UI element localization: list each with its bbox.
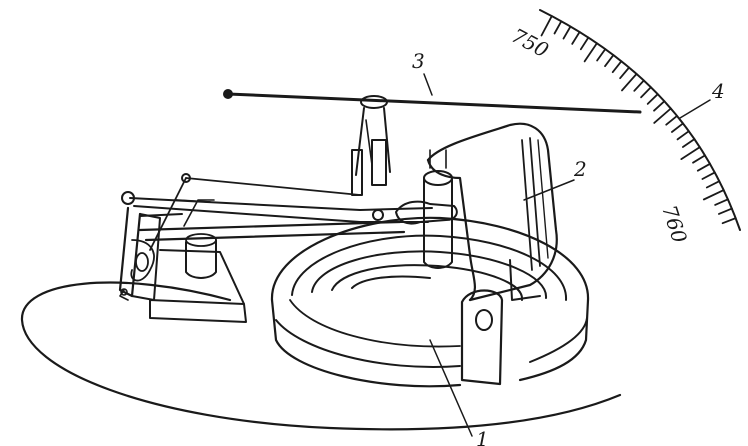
- lever-linkage: [121, 173, 458, 251]
- scale-tick: [611, 60, 623, 74]
- callout-1: 1: [429, 339, 489, 446]
- scale-tick: [696, 162, 711, 172]
- scale-tick: [653, 107, 672, 124]
- scale-tick: [621, 73, 638, 92]
- scale-tick: [553, 20, 563, 35]
- scale-tick: [540, 15, 553, 37]
- scale-tick: [640, 86, 652, 99]
- scale-tick: [646, 93, 659, 105]
- scale-label-750: 750: [508, 23, 553, 62]
- scale-tick: [579, 36, 590, 51]
- scale-tick: [562, 25, 572, 40]
- pivot-post: [351, 107, 391, 196]
- scale-tick: [665, 115, 678, 126]
- left-frame: [118, 206, 247, 323]
- pointer-counterweight: [223, 89, 233, 99]
- callout-4: 4: [679, 79, 725, 119]
- scale-tick: [721, 217, 737, 225]
- scale-tick: [718, 207, 733, 215]
- scale-tick: [596, 48, 607, 62]
- pointer-pivot-ring: [360, 95, 388, 109]
- scale-tick: [676, 130, 690, 141]
- scale-tick: [583, 42, 598, 63]
- callout-3: 3: [412, 49, 433, 96]
- scale-tick: [682, 138, 696, 148]
- scale-tick: [653, 100, 666, 112]
- scale-tick: [692, 154, 706, 164]
- scale-tick: [714, 198, 729, 206]
- callout-3-label: 3: [412, 49, 425, 73]
- callout-2-label: 2: [573, 157, 587, 181]
- callout-2: 2: [523, 157, 587, 201]
- front-bracket: [460, 289, 504, 386]
- scale-tick: [571, 31, 581, 45]
- scale-dial: 750 760: [508, 9, 741, 246]
- callout-4-label: 4: [711, 79, 725, 103]
- pointer-needle: [226, 92, 642, 114]
- pointer: [223, 89, 642, 114]
- scale-label-760: 760: [657, 202, 692, 246]
- vacuum-capsule-stack: [270, 216, 590, 388]
- leaf-spring: [426, 122, 558, 302]
- scale-tick: [604, 54, 615, 68]
- scale-tick: [633, 79, 645, 92]
- scale-tick: [705, 180, 721, 189]
- scale-tick: [671, 122, 684, 133]
- scale-tick: [619, 66, 630, 80]
- scale-ticks: [540, 15, 737, 225]
- scale-tick: [701, 171, 716, 180]
- left-post: [185, 233, 217, 279]
- scale-tick: [680, 146, 701, 161]
- callout-1-label: 1: [476, 427, 489, 446]
- scale-tick: [702, 189, 725, 201]
- base-plate: [20, 281, 622, 431]
